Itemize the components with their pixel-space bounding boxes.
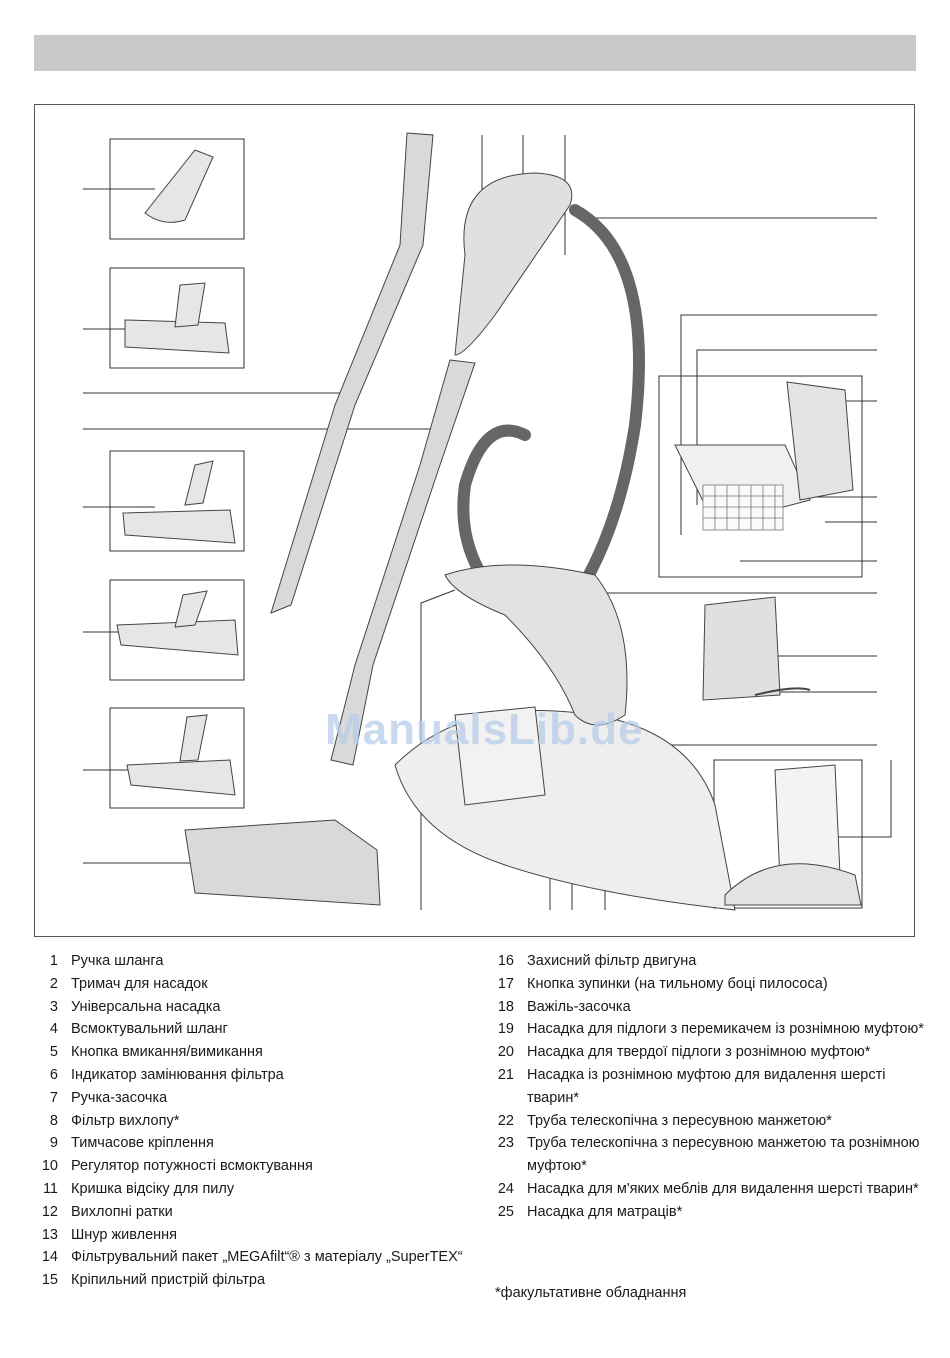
legend-text: Тримач для насадок [71, 975, 208, 992]
legend-item: 15 Кріпильний пристрій фільтра [34, 1269, 474, 1292]
vacuum-diagram: ManualsLib.de [34, 104, 915, 937]
legend-item: 4 Всмоктувальний шланг [34, 1018, 474, 1041]
switch-floor-nozzle [126, 759, 236, 796]
legend-text: Кріпильний пристрій фільтра [71, 1272, 266, 1289]
legend-text: Ручка-засочка [71, 1089, 168, 1106]
legend-text: Всмоктувальний шланг [71, 1021, 228, 1038]
legend-number: 19 [497, 1021, 514, 1038]
hose-handle [454, 172, 573, 356]
legend-item: 20 Насадка для твердої підлоги з рознімно… [490, 1041, 930, 1064]
legend-number: 3 [49, 998, 58, 1015]
legend-item: 17 Кнопка зупинки (на тильному боці пилос… [490, 973, 930, 996]
accessory-box-5 [109, 707, 245, 809]
crevice-nozzle [144, 149, 214, 223]
legend-number: 24 [497, 1180, 514, 1197]
carry-handle [444, 564, 628, 726]
legend-item: 10 Регулятор потужності всмоктування [34, 1155, 474, 1178]
legend-text: Кришка відсіку для пилу [71, 1180, 235, 1197]
legend-item: 7 Ручка-засочка [34, 1087, 474, 1110]
legend-number: 22 [497, 1112, 514, 1129]
legend-item: 24 Насадка для м'яких меблів для видаленн… [490, 1178, 930, 1201]
dust-compartment-lid [702, 596, 781, 701]
legend-item: 23 Труба телескопічна з пересувною манжет… [490, 1132, 930, 1178]
legend-number: 14 [41, 1249, 58, 1266]
legend-text: Фільтр вихлопу* [71, 1112, 180, 1129]
legend-number: 16 [497, 953, 514, 969]
legend-item: 13 Шнур живлення [34, 1224, 474, 1247]
legend-number: 12 [41, 1203, 58, 1220]
legend-number: 6 [49, 1066, 58, 1083]
legend-text: Ручка шланга [71, 953, 164, 969]
legend-item: 3 Універсальна насадка [34, 996, 474, 1019]
legend-number: 1 [49, 953, 58, 969]
legend-text: Насадка із рознімною муфтою для видаленн… [527, 1066, 886, 1106]
diagram-svg [83, 132, 892, 911]
legend-text: Кнопка вмикання/вимикання [71, 1044, 263, 1061]
legend-number: 25 [497, 1203, 514, 1220]
legend-text: Насадка для твердої підлоги з рознімною … [527, 1044, 871, 1061]
legend-number: 20 [497, 1044, 514, 1061]
legend-item: 12 Вихлопні ратки [34, 1201, 474, 1224]
legend-item: 14 Фільтрувальний пакет „MEGAfilt“® з мат… [34, 1246, 474, 1269]
power-cord [754, 687, 811, 696]
legend-item: 21 Насадка із рознімною муфтою для видале… [490, 1064, 930, 1110]
legend-item: 9 Тимчасове кріплення [34, 1132, 474, 1155]
legend-item: 25 Насадка для матраців* [490, 1201, 930, 1224]
legend-text: Регулятор потужності всмоктування [71, 1158, 313, 1175]
telescopic-tube-2 [330, 359, 476, 766]
legend-number: 8 [49, 1112, 58, 1129]
legend-number: 9 [49, 1135, 58, 1152]
legend-text: Кнопка зупинки (на тильному боці пилосос… [527, 975, 828, 992]
suction-hose [549, 204, 645, 631]
legend-text: Універсальна насадка [71, 998, 221, 1015]
legend-text: Захисний фільтр двигуна [527, 953, 697, 969]
legend-number: 10 [41, 1158, 58, 1175]
legend-text: Насадка для матраців* [527, 1203, 683, 1220]
legend-number: 7 [49, 1089, 58, 1106]
hard-floor-nozzle [122, 509, 236, 544]
legend-item: 1 Ручка шланга [34, 950, 474, 973]
legend-text: Шнур живлення [71, 1226, 178, 1243]
footnote: *факультативне обладнання [495, 1285, 687, 1301]
legend-text: Індикатор замінювання фільтра [71, 1066, 284, 1083]
header-bar [34, 35, 916, 71]
legend-number: 13 [41, 1226, 58, 1243]
floor-nozzle [184, 819, 381, 906]
legend-item: 8 Фільтр вихлопу* [34, 1110, 474, 1133]
legend-number: 5 [49, 1044, 58, 1061]
legend-right: 16 Захисний фільтр двигуна 17 Кнопка зупинк… [490, 950, 930, 1224]
legend-number: 4 [49, 1021, 58, 1038]
legend-item: 11 Кришка відсіку для пилу [34, 1178, 474, 1201]
legend-item: 5 Кнопка вмикання/вимикання [34, 1041, 474, 1064]
accessory-box-2 [109, 267, 245, 369]
filter-inset-box [658, 375, 863, 578]
legend-left: 1 Ручка шланга 2 Тримач для насадок 3 Універс… [34, 950, 474, 1292]
legend-text: Труба телескопічна з пересувною манжетою… [527, 1112, 832, 1129]
accessory-box-3 [109, 450, 245, 552]
legend-text: Вихлопні ратки [71, 1203, 173, 1220]
legend-text: Насадка для підлоги з перемикачем із роз… [527, 1021, 924, 1038]
legend-text: Труба телескопічна з пересувною манжетою… [527, 1135, 920, 1175]
filter-bag [454, 706, 546, 806]
telescopic-tube-1 [270, 132, 434, 614]
legend-number: 11 [42, 1180, 58, 1197]
legend-number: 15 [41, 1272, 58, 1289]
legend-number: 17 [497, 975, 514, 992]
legend-item: 19 Насадка для підлоги з перемикачем із р… [490, 1018, 930, 1041]
legend-item: 16 Захисний фільтр двигуна [490, 950, 930, 973]
legend-number: 23 [497, 1135, 514, 1152]
legend-item: 6 Індикатор замінювання фільтра [34, 1064, 474, 1087]
legend-text: Тимчасове кріплення [71, 1135, 214, 1152]
legend-item: 2 Тримач для насадок [34, 973, 474, 996]
legend-number: 2 [49, 975, 58, 992]
legend-item: 18 Важіль-засочка [490, 996, 930, 1019]
legend-text: Фільтрувальний пакет „MEGAfilt“® з матер… [71, 1249, 463, 1266]
watermark: ManualsLib.de [325, 705, 644, 754]
legend-item: 22 Труба телескопічна з пересувною манжет… [490, 1110, 930, 1133]
legend-number: 18 [497, 998, 514, 1015]
legend-text: Насадка для м'яких меблів для видалення … [527, 1180, 919, 1197]
accessory-box-4 [109, 579, 245, 681]
legend-text: Важіль-засочка [527, 998, 631, 1015]
legend-number: 21 [497, 1066, 514, 1083]
